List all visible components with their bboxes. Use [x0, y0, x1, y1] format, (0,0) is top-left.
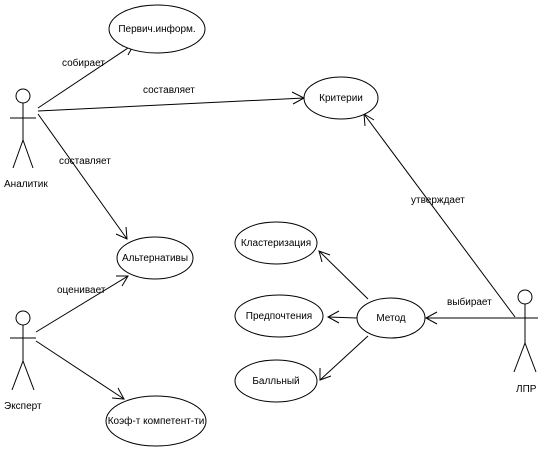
actor-lpr-label: ЛПР [516, 384, 537, 395]
association-approves: утверждает [363, 113, 516, 318]
usecase-preferences: Предпочтения [234, 294, 324, 338]
label-chooses: выбирает [447, 296, 492, 308]
actor-analyst: Аналитик [4, 88, 48, 190]
usecase-method: Метод [356, 297, 426, 339]
actor-lpr: ЛПР [512, 289, 538, 395]
usecase-method-label: Метод [376, 313, 405, 324]
usecase-alternatives-label: Альтернативы [122, 253, 188, 264]
usecase-clustering-label: Кластеризация [241, 238, 311, 249]
association-evaluates: оценивает [35, 275, 129, 333]
usecase-alternatives: Альтернативы [116, 236, 194, 280]
usecase-criteria: Критерии [303, 76, 379, 120]
usecase-preferences-label: Предпочтения [246, 311, 312, 322]
usecase-coef: Коэф-т компетент-ти [105, 395, 207, 447]
actor-expert: Эксперт [4, 310, 42, 412]
association-method-preferences [326, 310, 358, 324]
association-expert-coef [35, 340, 125, 400]
association-composes-criteria: составляет [37, 85, 306, 112]
actor-expert-label: Эксперт [4, 401, 42, 412]
usecase-clustering: Кластеризация [234, 221, 318, 265]
usecase-primary-info-label: Первич.информ. [118, 23, 195, 35]
association-chooses: выбирает [424, 296, 514, 325]
usecase-coef-label: Коэф-т компетент-ти [108, 415, 205, 427]
label-approves: утверждает [411, 195, 465, 206]
usecase-scoring-label: Балльный [252, 376, 299, 387]
label-evaluates: оценивает [57, 285, 106, 296]
label-composes-criteria: составляет [143, 85, 195, 96]
association-method-scoring [319, 335, 369, 381]
label-composes-alternatives: составляет [59, 156, 111, 167]
usecase-scoring: Балльный [234, 359, 318, 403]
actor-analyst-label: Аналитик [4, 179, 48, 190]
usecase-criteria-label: Критерии [319, 93, 363, 104]
association-collects: собирает [37, 43, 135, 109]
association-composes-alternatives: составляет [37, 113, 128, 240]
label-collects: собирает [62, 57, 105, 69]
usecase-primary-info: Первич.информ. [108, 4, 206, 54]
association-method-clustering [318, 250, 369, 300]
